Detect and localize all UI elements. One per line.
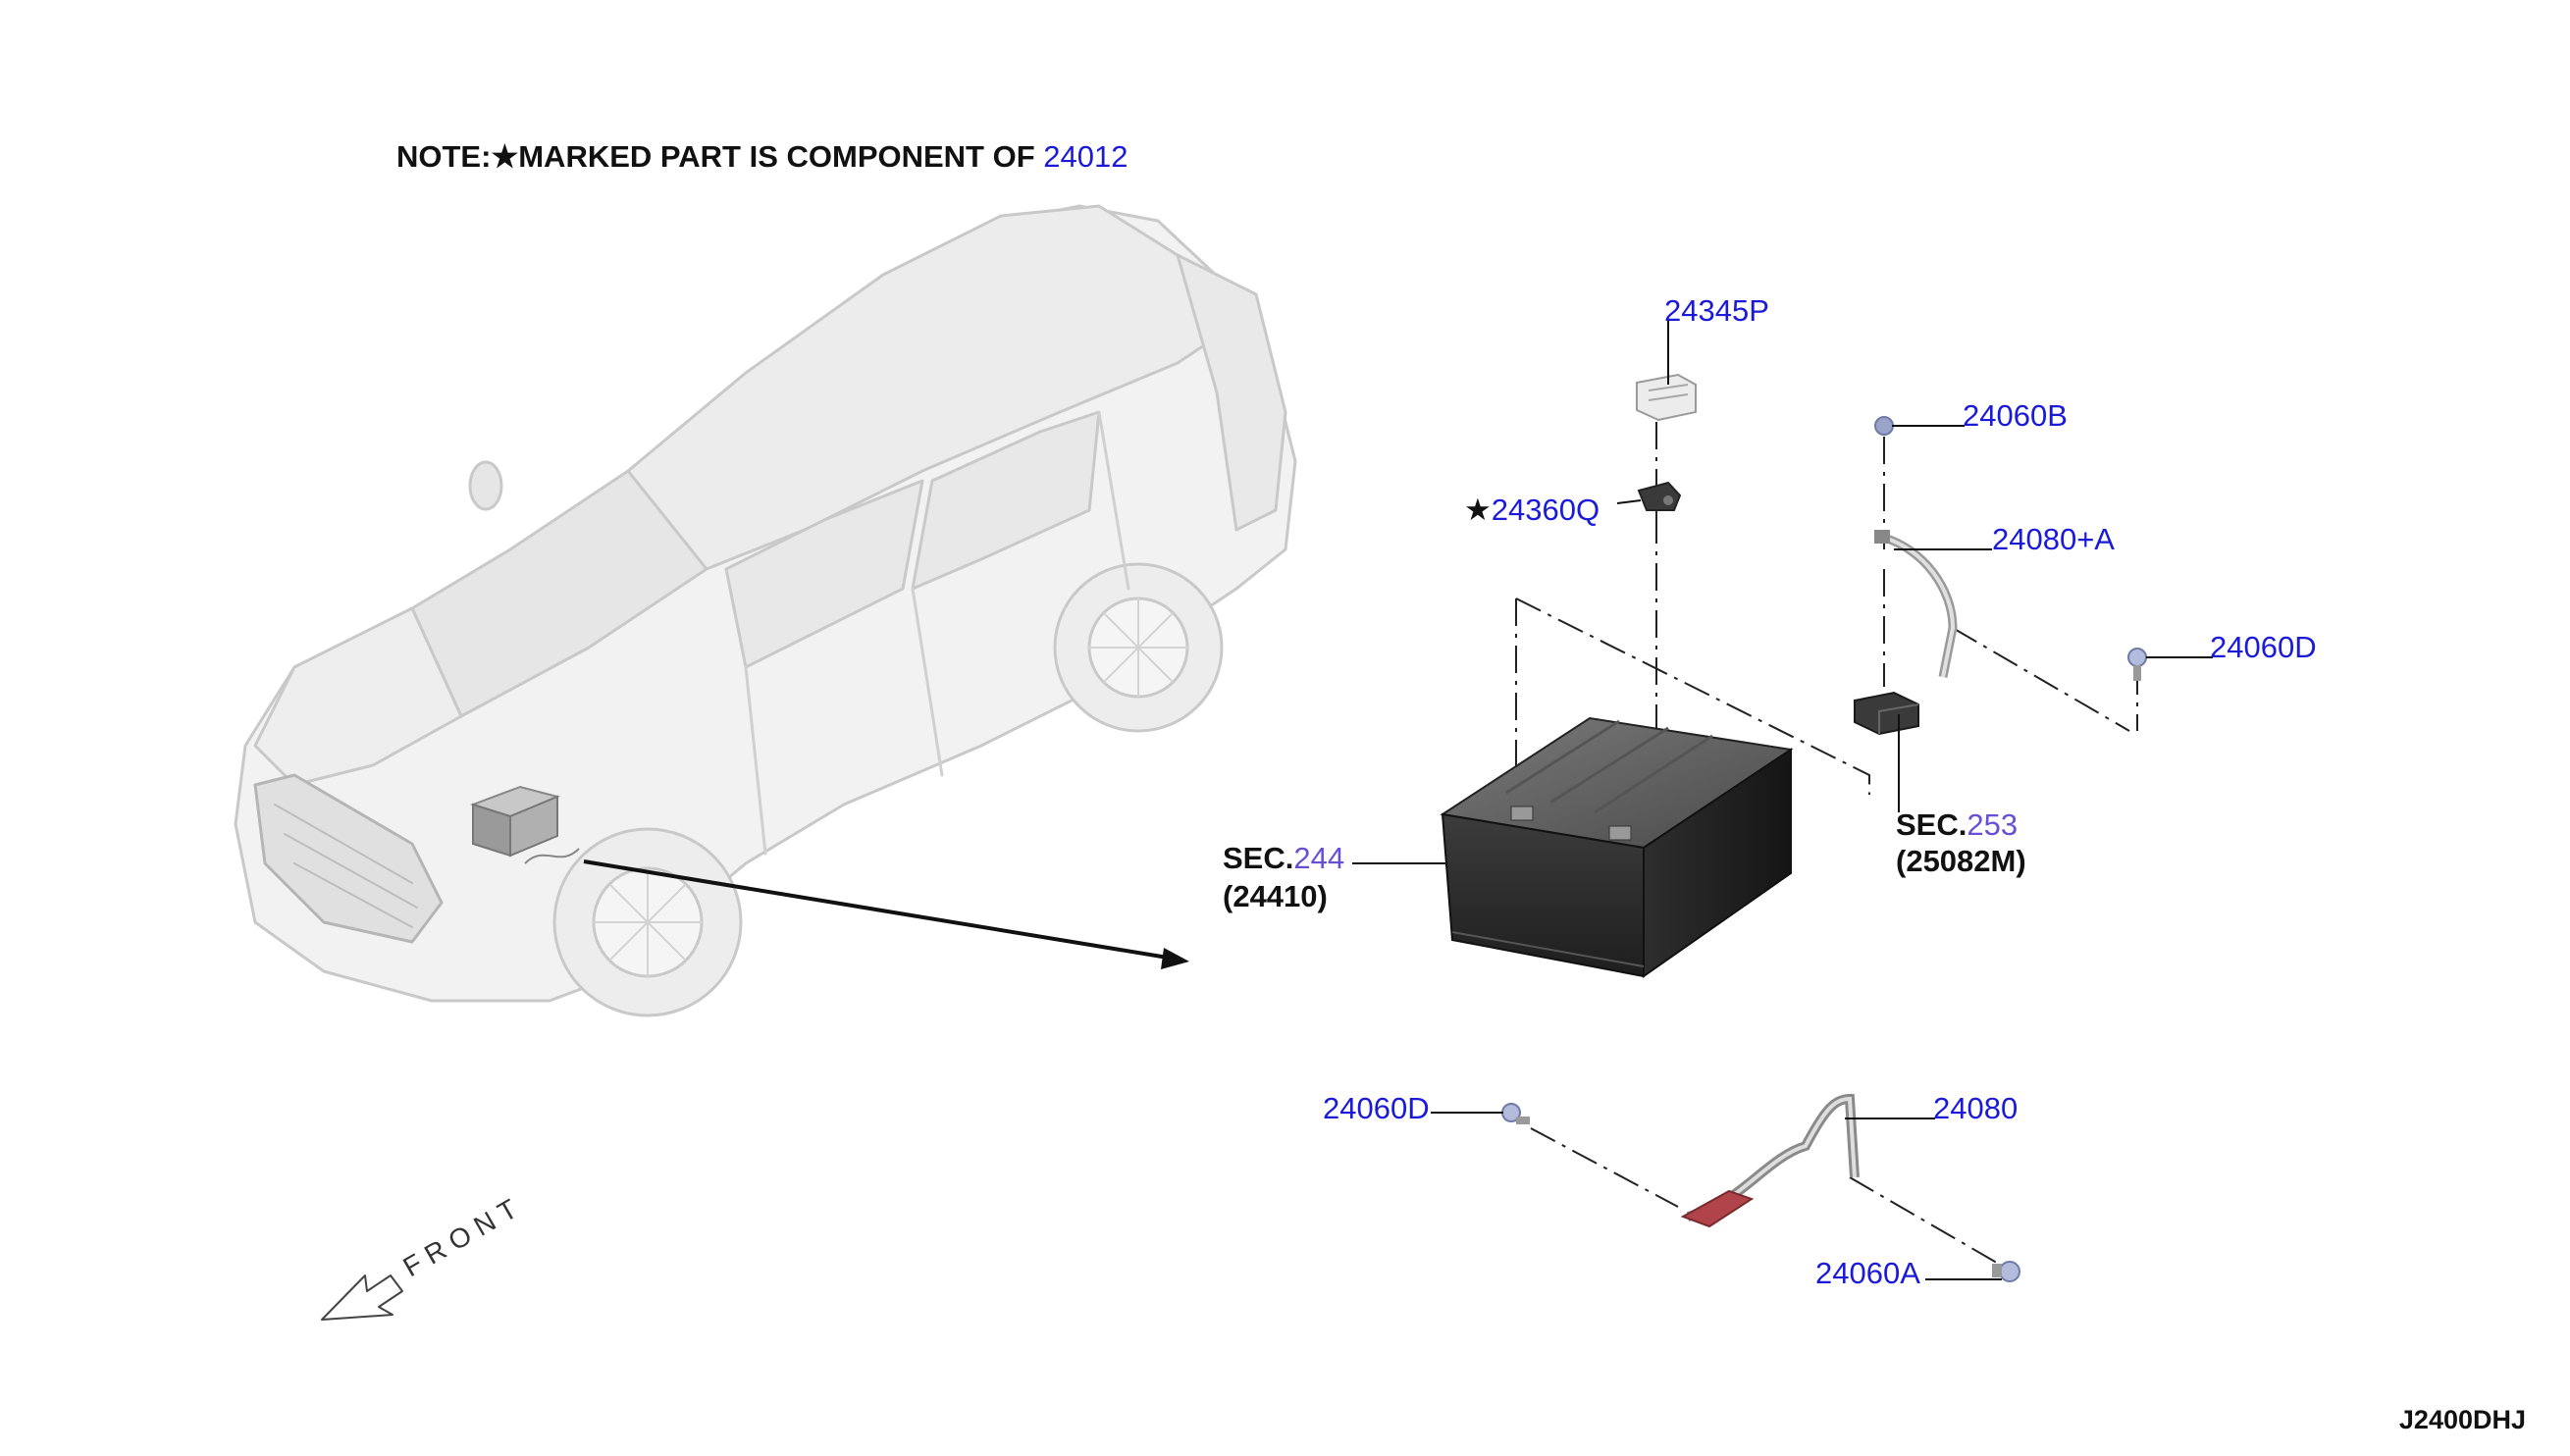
clamp-24345P-part	[1636, 373, 1697, 422]
positive-cable-24080A-part	[1874, 530, 1958, 678]
svg-text:★24360Q: ★24360Q	[1464, 493, 1600, 527]
part-label-24060D-right[interactable]: 24060D	[2210, 630, 2317, 664]
svg-text:NOTE:★MARKED PART IS COMPONENT: NOTE:★MARKED PART IS COMPONENT OF 24012	[396, 139, 1128, 174]
section-link-244[interactable]: 244	[1293, 841, 1344, 875]
detail-arrow	[583, 859, 1189, 969]
bolt-24060D-bottom-part	[1501, 1103, 1530, 1124]
label-leaders	[1431, 321, 2213, 1280]
bolt-24060A-part	[1992, 1261, 2020, 1282]
part-label-24060A[interactable]: 24060A	[1815, 1256, 1920, 1290]
front-label: FRONT	[398, 1189, 530, 1282]
diagram-code: J2400DHJ	[2399, 1405, 2526, 1434]
vehicle-illustration	[234, 204, 1297, 1017]
section-prefix: SEC.	[1223, 841, 1293, 875]
sensor-24360Q-part	[1637, 481, 1682, 511]
part-label-24060B[interactable]: 24060B	[1963, 398, 2068, 433]
front-arrow-icon	[321, 1274, 403, 1321]
battery-part-number: (24410)	[1223, 879, 1328, 913]
part-label-24345P[interactable]: 24345P	[1664, 293, 1769, 328]
section-link-253[interactable]: 253	[1967, 807, 2018, 842]
vehicle-battery-marker	[469, 785, 580, 864]
bracket-part-number: (25082M)	[1896, 844, 2026, 878]
note-text: MARKED PART IS COMPONENT OF	[518, 139, 1043, 174]
nut-24060B-part	[1874, 416, 1894, 436]
note-prefix: NOTE:	[396, 139, 491, 174]
part-label-24360Q[interactable]: 24360Q	[1492, 493, 1600, 527]
svg-text:SEC.244: SEC.244	[1223, 841, 1344, 875]
svg-text:SEC.253: SEC.253	[1896, 807, 2018, 842]
note-ref-link[interactable]: 24012	[1043, 139, 1128, 174]
part-label-24060D-bottom[interactable]: 24060D	[1323, 1091, 1430, 1125]
section-prefix: SEC.	[1896, 807, 1967, 842]
part-label-24080[interactable]: 24080	[1933, 1091, 2018, 1125]
part-label-24080A[interactable]: 24080+A	[1992, 522, 2115, 556]
front-direction-indicator: FRONT	[321, 1189, 530, 1321]
bolt-24060D-right-part	[2127, 648, 2147, 681]
bracket-25082M-part	[1854, 691, 1919, 736]
star-icon: ★	[1464, 493, 1492, 527]
battery-24410-part	[1440, 716, 1794, 978]
star-icon: ★	[491, 139, 518, 174]
negative-cable-24080-part	[1680, 1093, 1860, 1228]
